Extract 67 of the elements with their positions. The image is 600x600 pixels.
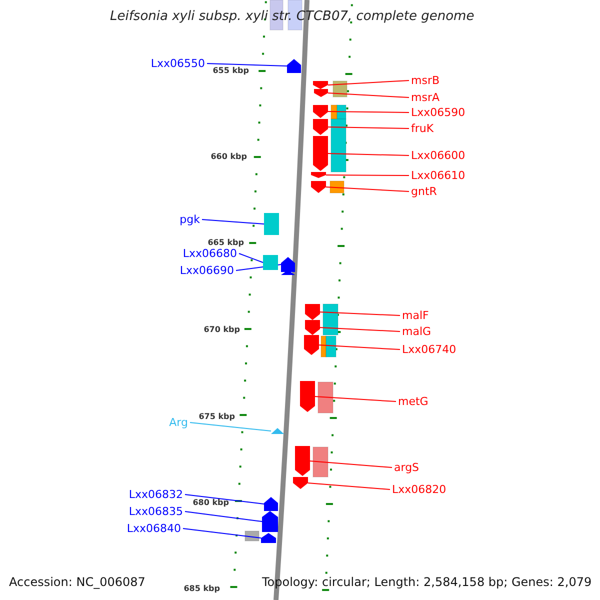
gene-feature <box>311 181 326 193</box>
gene-feature <box>305 320 320 335</box>
gene-label: msrA <box>411 91 440 104</box>
gene-triangle <box>271 428 284 434</box>
gene-feature <box>304 335 319 355</box>
gene-box <box>263 255 278 270</box>
gene-label: msrB <box>411 74 440 87</box>
leader-line <box>320 327 400 332</box>
leader-line <box>314 396 396 402</box>
gene-label: Lxx06610 <box>411 169 466 182</box>
gene-label: Lxx06835 <box>128 505 183 518</box>
leader-line <box>326 186 410 192</box>
footer-text: Accession: NC_006087 <box>9 575 146 589</box>
leader-line <box>310 460 392 468</box>
leader-line <box>184 494 264 504</box>
title: Leifsonia xyli subsp. xyli str. CTCB07, complete genome <box>110 9 474 24</box>
leader-line <box>190 422 272 432</box>
leader-line <box>202 219 264 224</box>
scale-label: 670 kbp <box>204 325 240 334</box>
gene-feature <box>300 381 315 412</box>
gene-box <box>264 213 279 235</box>
footer-text: Topology: circular; Length: 2,584,158 bp; Genes: 2,079 <box>262 575 592 589</box>
gene-feature <box>314 89 328 97</box>
leader-line <box>308 482 390 490</box>
gene-feature <box>305 304 320 320</box>
scale-label: 685 kbp <box>184 584 220 593</box>
gene-label: Lxx06690 <box>180 264 234 277</box>
gene-label: malF <box>402 309 429 322</box>
gene-label: argS <box>394 461 420 474</box>
gene-label: Lxx06600 <box>411 149 466 162</box>
scale-label: 655 kbp <box>212 66 249 75</box>
leader-line <box>328 126 410 129</box>
gene-feature <box>264 497 278 511</box>
gene-feature <box>281 257 295 272</box>
gene-label: gntR <box>411 185 437 198</box>
leader-line <box>320 312 400 316</box>
gene-label: Lxx06840 <box>126 522 181 535</box>
gene-label: Lxx06680 <box>182 247 237 260</box>
gene-label: Arg <box>169 416 188 429</box>
gene-label: Lxx06740 <box>402 343 456 356</box>
leader-line <box>328 153 410 156</box>
scale-label: 680 kbp <box>192 498 229 507</box>
leader-line <box>238 253 264 263</box>
leader-line <box>328 80 410 86</box>
gene-label: pgk <box>180 213 200 226</box>
gene-label: metG <box>398 395 428 408</box>
gene-label: fruK <box>411 122 434 135</box>
gene-feature <box>313 81 328 89</box>
leader-line <box>318 344 400 350</box>
gene-feature <box>313 105 328 118</box>
leader-line <box>328 111 410 113</box>
leader-line <box>206 63 288 66</box>
gene-feature <box>287 59 301 73</box>
scale-label: 665 kbp <box>208 238 244 247</box>
leader-line <box>182 528 262 538</box>
leader-line <box>328 92 410 98</box>
scale-label: 660 kbp <box>210 152 247 161</box>
leader-line <box>184 511 262 522</box>
gene-label: Lxx06820 <box>392 483 446 496</box>
leader-line <box>236 264 282 271</box>
gene-feature <box>313 119 328 135</box>
gene-label: malG <box>402 325 432 338</box>
gene-label: Lxx06832 <box>128 488 183 501</box>
gene-label: Lxx06590 <box>411 106 466 119</box>
leader-line <box>326 174 410 176</box>
gene-label: Lxx06550 <box>150 57 205 70</box>
scale-label: 675 kbp <box>198 412 235 421</box>
